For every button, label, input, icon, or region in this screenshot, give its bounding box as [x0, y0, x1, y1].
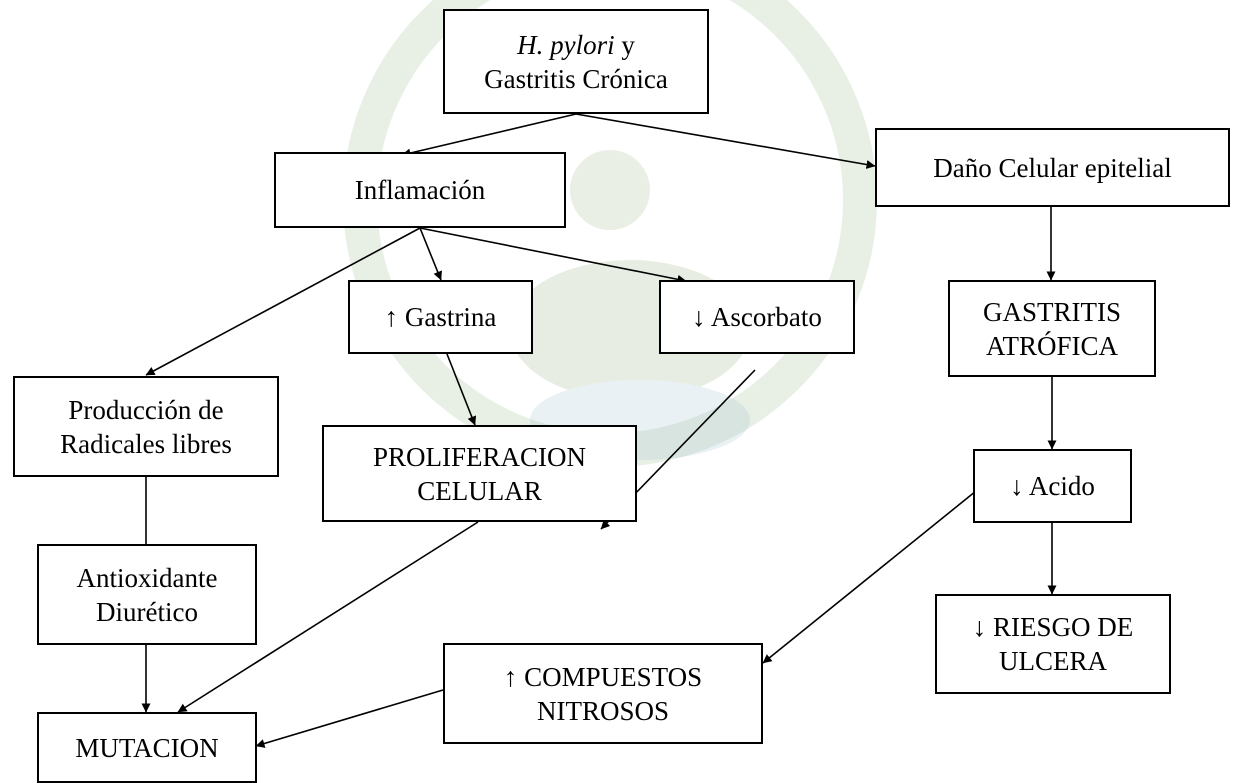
node-gastritis-atrofica: GASTRITIS ATRÓFICA	[948, 280, 1156, 377]
edge-gastrina-proliferacion	[446, 353, 477, 426]
node-ascorbato: ↓ Ascorbato	[659, 280, 855, 354]
node-h-pylori-line2: Gastritis Crónica	[484, 63, 668, 94]
node-acido: ↓ Acido	[973, 449, 1132, 523]
node-proliferacion-line2: CELULAR	[417, 475, 542, 506]
h-pylori-line1-rest: y	[614, 29, 635, 60]
edge-compuestos-mutacion	[255, 689, 444, 748]
node-radicales-line2: Radicales libres	[60, 428, 232, 459]
edge-proliferacion-mutacion	[177, 521, 479, 713]
node-inflamacion-label: Inflamación	[354, 175, 486, 205]
node-antioxidante-line2: Diurético	[96, 596, 198, 627]
node-riesgo-line1: ↓ RIESGO DE	[972, 612, 1134, 642]
node-mutacion-label: MUTACION	[75, 732, 219, 763]
node-dano-celular-label: Daño Celular epitelial	[933, 152, 1172, 183]
node-mutacion: MUTACION	[37, 712, 257, 783]
node-radicales-line1: Producción de	[68, 394, 224, 425]
edge-hpylori-dano	[575, 113, 876, 169]
edge-hpylori-inflamacion	[401, 113, 577, 158]
node-proliferacion-line1: PROLIFERACION	[372, 441, 587, 472]
node-compuestos-line1: ↑ COMPUESTOS	[503, 661, 703, 692]
node-compuestos-nitrosos: ↑ COMPUESTOS NITROSOS	[443, 643, 763, 744]
edge-inflamacion-radicales	[145, 227, 421, 376]
edge-inflamacion-gastrina	[419, 227, 442, 281]
node-h-pylori-line1: H. pylori y	[517, 28, 635, 62]
node-inflamacion: Inflamación	[274, 152, 566, 228]
edge-inflamacion-ascorbato	[419, 227, 687, 284]
node-antioxidante-diuretico: Antioxidante Diurético	[37, 544, 257, 645]
node-h-pylori-gastritis-cronica: H. pylori y Gastritis Crónica	[443, 9, 709, 114]
node-antioxidante-line1: Antioxidante	[76, 562, 218, 593]
node-gastrina: ↑ Gastrina	[348, 280, 533, 354]
node-riesgo-line2: ULCERA	[999, 646, 1107, 676]
h-pylori-italic: H. pylori	[517, 29, 615, 60]
node-ascorbato-label: ↓ Ascorbato	[692, 302, 822, 332]
node-gastritis-atrofica-line1: GASTRITIS	[982, 296, 1121, 327]
node-compuestos-line2: NITROSOS	[536, 695, 670, 726]
node-proliferacion-celular: PROLIFERACION CELULAR	[322, 425, 637, 522]
node-riesgo-de-ulcera: ↓ RIESGO DE ULCERA	[935, 594, 1171, 694]
node-gastritis-atrofica-line2: ATRÓFICA	[985, 330, 1119, 361]
edge-acido-compuestos	[762, 490, 977, 664]
node-acido-label: ↓ Acido	[1010, 471, 1095, 501]
node-dano-celular-epitelial: Daño Celular epitelial	[875, 128, 1230, 207]
node-gastrina-label: ↑ Gastrina	[384, 302, 497, 332]
node-produccion-radicales-libres: Producción de Radicales libres	[13, 376, 279, 477]
